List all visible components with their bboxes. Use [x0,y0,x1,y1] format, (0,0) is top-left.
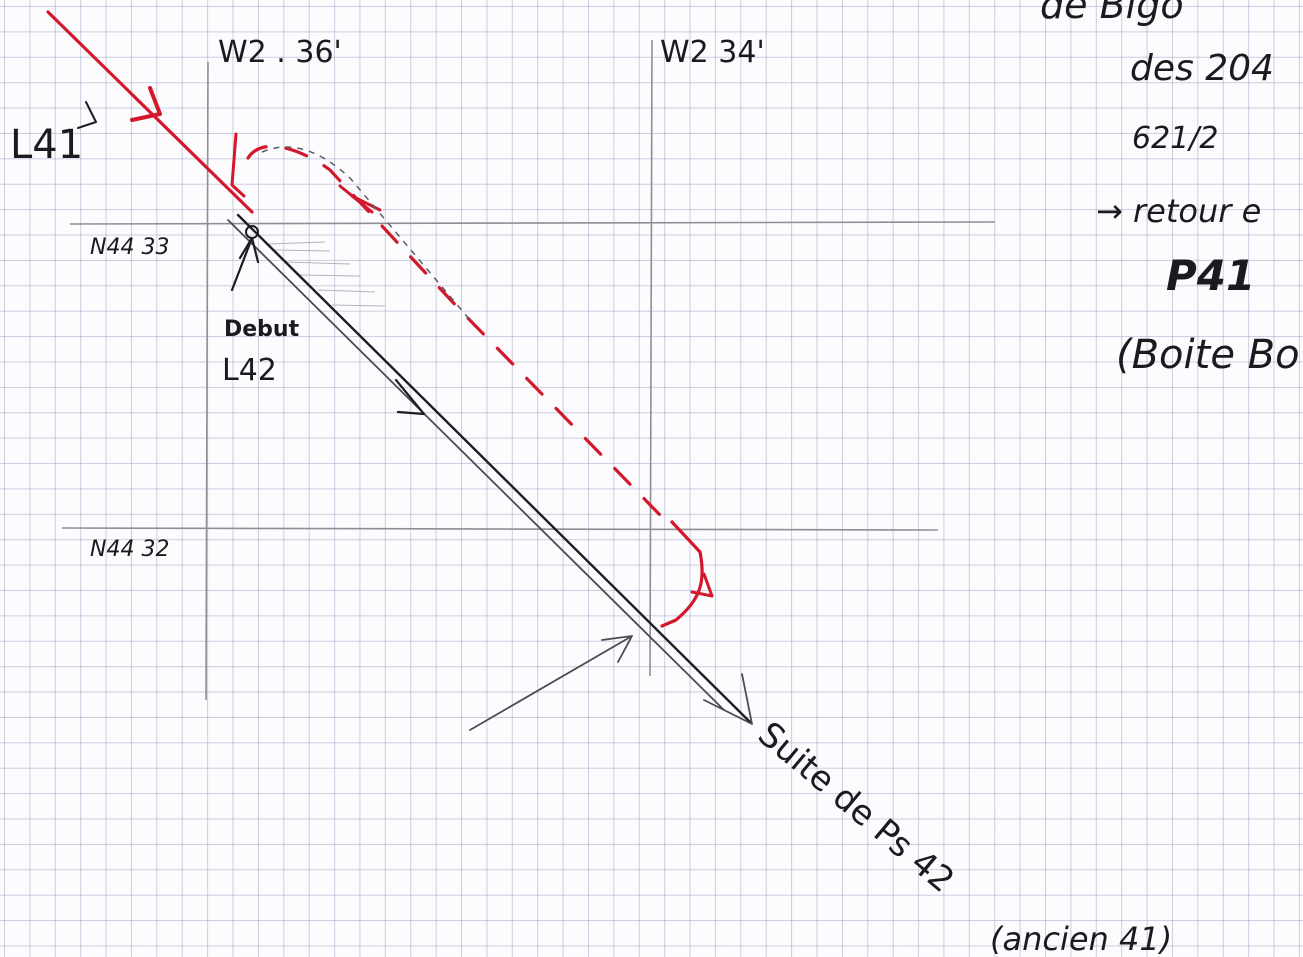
parallel-line-n44-33 [69,221,996,225]
black-direction-arrow [394,378,426,416]
continuation-label: Suite de Ps 42 [750,714,962,901]
meridian-line-w2-36 [205,61,209,701]
red-return-arrow [338,184,382,214]
continuation-note: (ancien 41) [990,920,1172,957]
red-track-l41 [46,10,254,214]
margin-note-line5: P41 [1166,251,1255,300]
track-label-l41: L41 [10,122,83,168]
start-label-debut: Debut [224,317,300,342]
meridian-line-w2-34 [649,39,653,677]
meridian-label-w2-34: W2 34' [660,35,765,70]
red-dashed-return-route [246,144,662,517]
track-end-arrowhead [703,673,753,725]
meridian-label-w2-36: W2 . 36' [218,35,342,70]
margin-note-line6: (Boite Bo [1116,332,1300,378]
red-direction-arrow [130,86,162,122]
margin-note-line4: → retour e [1096,192,1261,230]
black-track-l42-lower [227,219,725,711]
pointer-arrow-to-track [469,635,633,731]
grey-dashed-return-route [261,146,471,321]
pencil-hatching [267,241,386,307]
red-loop-end [660,520,704,628]
l41-pointer-arrow [77,101,97,129]
start-label-l42: L42 [222,353,277,388]
margin-note-line2: des 204 [1130,48,1274,89]
margin-note-line1: de Bigo [1040,0,1184,27]
start-pointer-arrow [230,236,260,292]
parallel-label-n44-33: N44 33 [90,235,169,260]
parallel-label-n44-32: N44 32 [90,537,169,562]
black-track-l42-upper [236,213,752,724]
margin-note-line3: 621/2 [1132,121,1218,156]
red-loop-start [230,132,246,198]
red-loop-end-arrow [690,572,714,598]
parallel-line-n44-32 [61,527,939,531]
